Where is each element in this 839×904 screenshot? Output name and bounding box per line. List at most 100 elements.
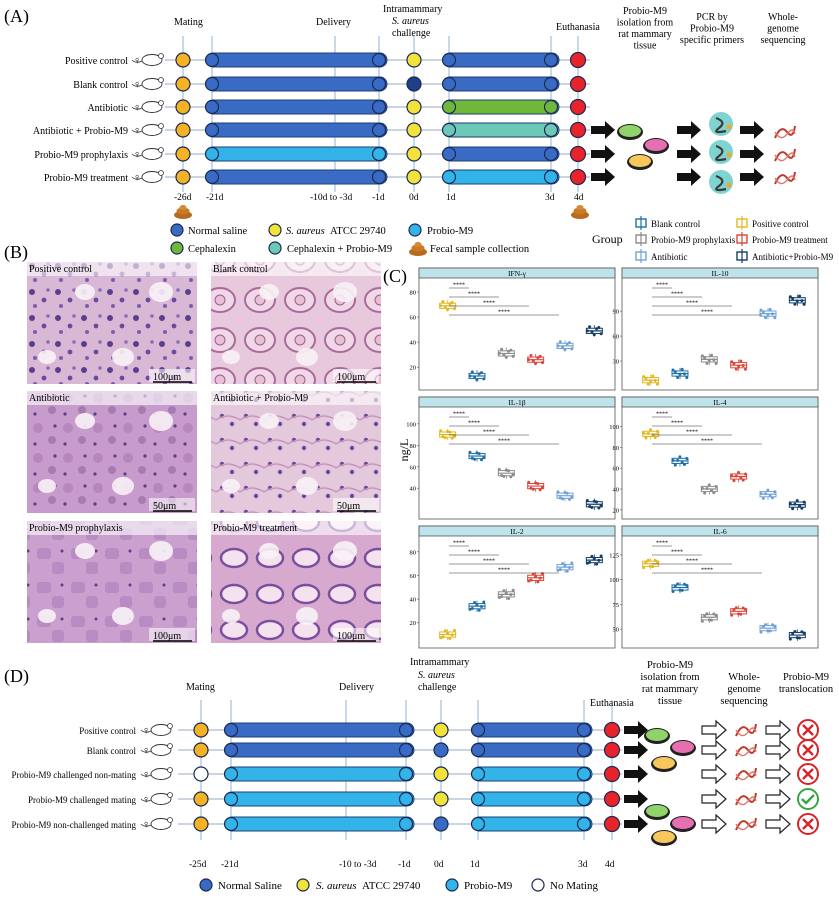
scale-bar-label: 50μm [337, 501, 360, 512]
pretreatment-bar [205, 99, 388, 115]
rat-body-icon [150, 768, 172, 780]
bar-end-dot [398, 722, 414, 738]
data-point [714, 485, 718, 489]
pcr-bg-icon [709, 112, 733, 136]
data-point [771, 312, 774, 316]
data-point [585, 561, 589, 565]
chart-title: IL-4 [713, 398, 727, 407]
day-label: 1d [470, 860, 480, 870]
workflow-wgs: sequencing [720, 696, 768, 707]
data-point [502, 474, 506, 478]
dna-strand2-icon [735, 796, 757, 806]
data-point [448, 637, 452, 641]
data-point [531, 572, 535, 576]
dish-agar-icon [672, 817, 694, 829]
title-strip [418, 396, 616, 408]
day-label: 0d [409, 193, 419, 203]
dna-strand-icon [735, 767, 757, 781]
data-point [529, 354, 533, 358]
euthanasia-dot [603, 790, 621, 808]
y-tick-label: 100 [609, 577, 619, 584]
data-point [585, 329, 589, 333]
chart-title: IL-6 [713, 527, 727, 536]
data-point [536, 482, 540, 486]
data-point [441, 635, 445, 639]
dish-agar-icon [672, 741, 694, 753]
dna-strand2-icon [735, 747, 757, 757]
poop-top-icon [179, 205, 187, 210]
y-tick-label: 50 [613, 627, 620, 634]
data-point [683, 372, 686, 376]
legend-fecal: Fecal sample collection [430, 244, 530, 255]
posttreatment-bar [471, 766, 593, 782]
data-point [590, 505, 594, 509]
data-point [568, 497, 571, 501]
data-point [448, 430, 452, 434]
bar-end-dot [543, 122, 559, 138]
data-point [441, 435, 445, 439]
data-point [538, 354, 542, 358]
bar-end-dot [576, 766, 592, 782]
data-point [527, 480, 531, 484]
data-point [705, 612, 709, 616]
data-point [771, 496, 774, 500]
data-point [712, 612, 716, 616]
fat-vacuole [38, 479, 56, 493]
scale-bar-label: 100μm [337, 631, 365, 642]
data-point [743, 472, 747, 476]
data-point [595, 562, 599, 566]
workflow-wgs: genome [767, 24, 799, 35]
challenge-dot [433, 816, 449, 832]
workflow-wgs: genome [727, 684, 761, 695]
poop-top-icon [576, 205, 584, 210]
challenge-dot [406, 76, 422, 92]
data-point [680, 588, 684, 592]
panel-d-letter: (D) [4, 666, 29, 687]
fat-vacuole [112, 607, 134, 625]
significance-label: **** [498, 310, 510, 316]
mating-dot [193, 791, 209, 807]
pcr-marker-icon [726, 182, 732, 188]
data-point [446, 430, 450, 434]
data-point [768, 629, 772, 633]
arrow-icon [624, 790, 648, 808]
pcr-bg-icon [709, 170, 733, 194]
data-point [741, 478, 745, 482]
mating-dot [175, 169, 191, 185]
data-point [500, 473, 504, 477]
histology-title: Positive control [29, 264, 92, 275]
significance-label: **** [656, 283, 668, 289]
fat-vacuole [222, 609, 240, 623]
fecal-sample-icon [571, 205, 589, 219]
data-point [507, 349, 511, 353]
data-point [441, 300, 445, 304]
histology-image [211, 262, 381, 384]
day-label: 4d [574, 193, 584, 203]
legend-item: Probio-M9 prophylaxis [651, 235, 736, 245]
pcr-helix-icon [715, 144, 727, 162]
significance-label: **** [483, 559, 495, 565]
data-point [470, 456, 474, 460]
workflow-isolation: tissue [634, 41, 657, 52]
plot-frame [418, 396, 616, 520]
data-point [500, 347, 504, 351]
data-point [793, 630, 797, 634]
data-point [556, 490, 560, 494]
data-point [497, 351, 501, 355]
hollow-arrow-icon [765, 813, 791, 835]
data-point [795, 499, 799, 503]
cross-mark-icon [797, 719, 819, 741]
data-point [538, 576, 542, 580]
posttreatment-bar [442, 122, 560, 138]
data-point [439, 304, 443, 308]
data-point [730, 613, 734, 617]
data-point [646, 382, 650, 386]
dna-strand-icon [735, 792, 757, 806]
pcr-tube-icon [709, 140, 733, 164]
group-label: Antibiotic + Probio-M9 [33, 126, 128, 137]
data-point [439, 636, 443, 640]
title-backdrop [211, 391, 381, 405]
data-point [743, 367, 747, 371]
